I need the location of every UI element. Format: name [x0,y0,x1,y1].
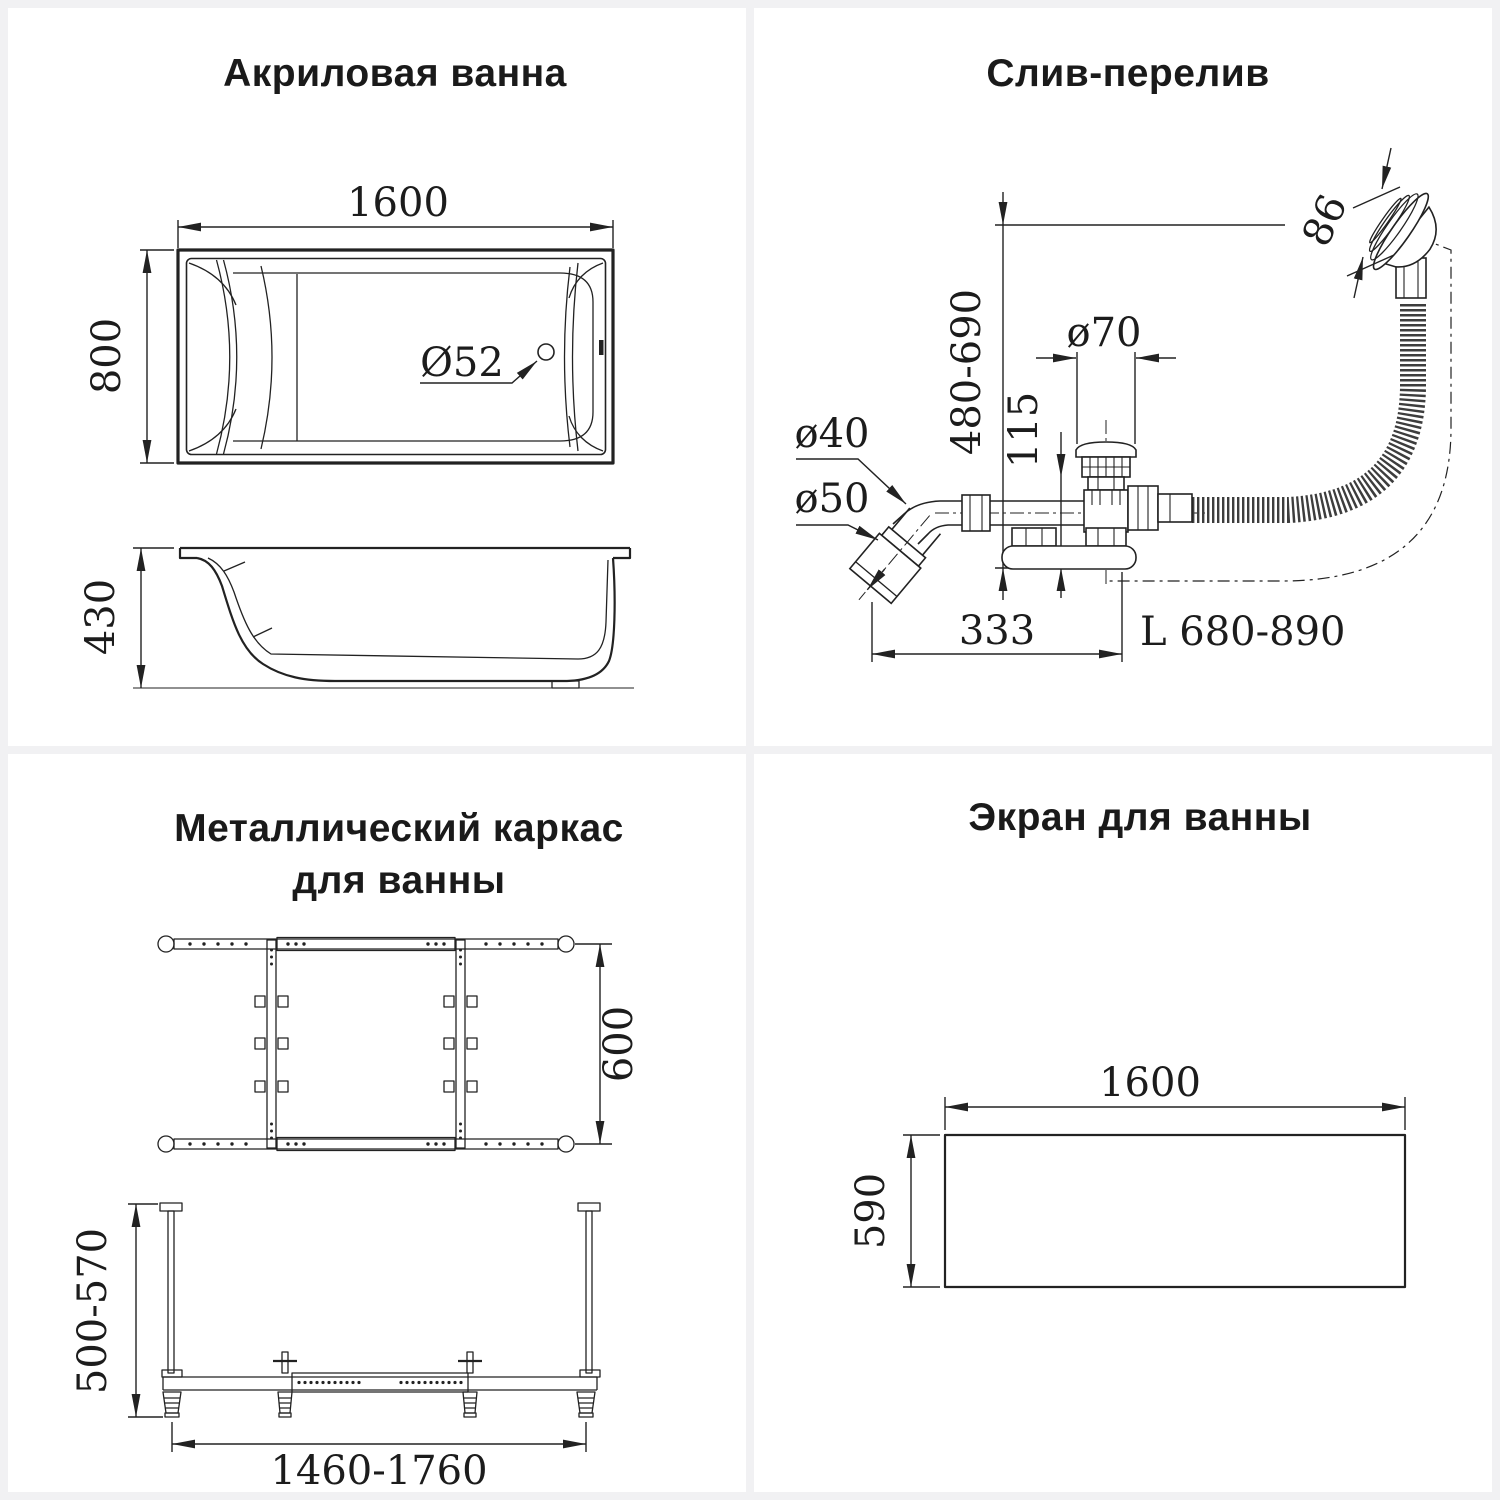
drain-schematic: 86 480-690 115 ø70 [795,147,1452,662]
screen-title: Экран для ванны [968,796,1311,839]
drain-flange [1001,545,1137,570]
dim-hose-length: L 680-890 [1140,609,1346,655]
panel-frame: Металлический каркас для ванны [8,754,746,1492]
overflow-hole-mark [599,340,604,355]
panel-drain: Слив-перелив [754,8,1492,746]
screen-outline [943,1133,1407,1289]
bathtub-side-view: 430 [78,546,634,689]
dim-drain-under-height: 115 [1001,392,1047,468]
dim-screen-height: 590 [848,1173,894,1249]
dim-drain-height-range: 480-690 [944,289,990,455]
dim-frame-height-range: 500-570 [70,1228,116,1394]
dim-frame-depth: 600 [596,1006,642,1082]
dim-pipe-50: ø50 [795,476,870,522]
dim-pipe-40: ø40 [795,411,870,457]
panel-screen: Экран для ванны 1600 590 [754,754,1492,1492]
drain-title: Слив-перелив [986,52,1269,95]
dim-bathtub-height: 430 [78,579,124,655]
dim-frame-length-range: 1460-1760 [270,1448,487,1492]
dim-bathtub-width: 800 [84,318,130,394]
drain-valve [1001,441,1193,570]
dim-bathtub-drain-diameter: Ø52 [420,340,504,386]
dim-cap-diameter: ø70 [1067,310,1142,356]
frame-feet [162,1351,596,1418]
bathtub-top-view: 1600 800 [84,180,615,465]
frame-top-view: 600 [157,935,642,1153]
frame-drawing: Металлический каркас для ванны [70,807,642,1492]
hose-length-path [1107,237,1452,582]
overflow-fitting [1368,192,1437,299]
screen-drawing: Экран для ванны 1600 590 [848,796,1407,1289]
dim-screen-length: 1600 [1099,1060,1201,1106]
frame-side-view: 500-570 1460-1760 [70,1202,601,1492]
drain-hole [537,343,555,361]
dim-drain-offset: 333 [959,608,1035,654]
dim-overflow-diameter: 86 [1294,188,1357,254]
bathtub-drawing: Акриловая ванна 1600 800 [78,52,634,689]
bathtub-title: Акриловая ванна [223,52,567,95]
waste-pipe [848,494,1084,605]
drain-drawing: Слив-перелив [795,52,1452,662]
dim-bathtub-length: 1600 [347,180,449,226]
frame-title-line2: для ванны [292,859,505,902]
frame-title-line1: Металлический каркас [174,807,624,850]
panel-bathtub: Акриловая ванна 1600 800 [8,8,746,746]
screen-front-view: 1600 590 [848,1060,1407,1289]
corrugated-hose [1192,302,1426,523]
